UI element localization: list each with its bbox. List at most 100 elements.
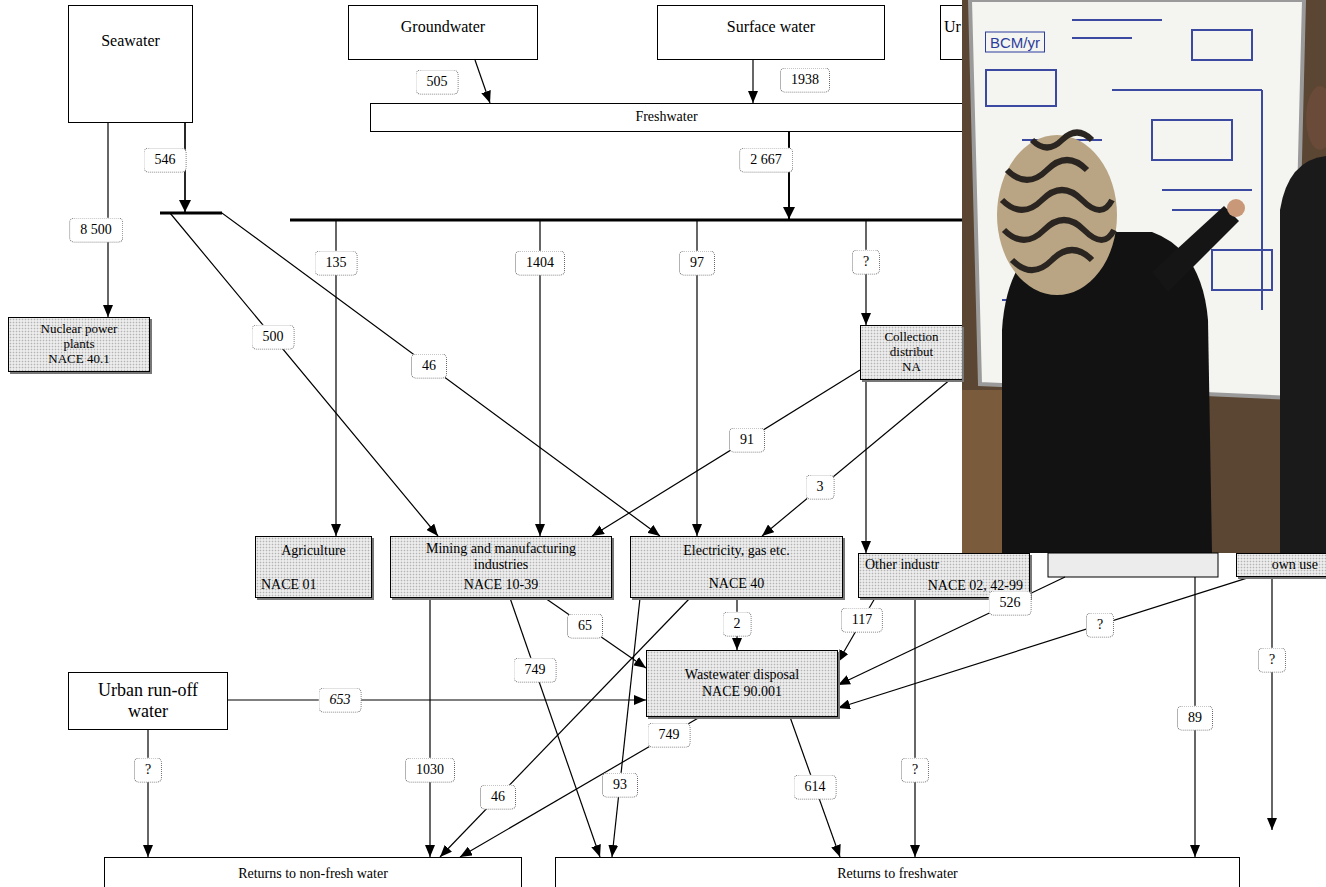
node-title: Collection distribut (865, 330, 958, 360)
flow-value: 117 (841, 608, 883, 633)
node-title: Groundwater (353, 18, 533, 36)
process-box: Collection distributNA (860, 325, 962, 380)
source-box: Seawater (68, 5, 193, 123)
flow-arrow (790, 717, 840, 857)
flow-arrow (170, 123, 438, 536)
flow-value: 3 (806, 475, 835, 500)
trunk-arrow-head (179, 200, 191, 212)
freshwater-band: Freshwater (370, 103, 962, 132)
source-box: Groundwater (348, 5, 538, 60)
node-title: Mining and manufacturing industries (406, 541, 596, 573)
node-code: NACE 90.001 (655, 684, 829, 700)
flow-arrow (865, 380, 866, 553)
flow-value: 8 500 (69, 218, 123, 243)
node-title: own use (1241, 557, 1318, 573)
process-box: Mining and manufacturing industriesNACE … (390, 536, 612, 598)
edge-group (108, 60, 1250, 857)
node-title: Urban run-off water (89, 680, 207, 721)
headscarf (997, 135, 1117, 295)
node-title: Electricity, gas etc. (637, 543, 836, 559)
flow-arrow (592, 370, 860, 536)
flow-value: 46 (480, 785, 516, 810)
room-wall (962, 0, 1326, 553)
node-title: Seawater (73, 32, 188, 50)
flow-arrow (475, 60, 490, 103)
flow-arrow (460, 717, 700, 857)
flow-arrow (440, 598, 690, 857)
meeting-photo (962, 0, 1326, 553)
hidden-box (1048, 553, 1218, 577)
sink-box: Returns to freshwater (555, 857, 1240, 887)
node-code: NACE 01 (261, 577, 366, 593)
node-title: Agriculture (261, 543, 366, 559)
process-box: Electricity, gas etc.NACE 40 (630, 536, 843, 598)
node-title: Other industr (865, 557, 1023, 573)
node-title: Returns to freshwater (560, 866, 1235, 882)
node-title: Ur (944, 18, 962, 36)
flow-value: 1938 (780, 68, 830, 93)
flow-value: 1030 (405, 758, 455, 783)
flow-value: ? (1258, 648, 1286, 673)
process-box: own use (1236, 553, 1326, 577)
hand (1227, 199, 1245, 217)
flow-arrow (545, 598, 646, 668)
seawater-bus (160, 212, 222, 215)
whiteboard-text: BCM/yr (985, 32, 1045, 53)
node-title: Wastewater disposal (655, 667, 829, 683)
flow-value: 2 667 (739, 148, 793, 173)
flow-arrow (789, 132, 866, 325)
second-person-head (1306, 86, 1326, 150)
flow-arrow (612, 598, 640, 857)
flow-value: 749 (514, 658, 557, 683)
second-person (1280, 156, 1326, 553)
flow-value: 653 (319, 688, 362, 713)
flow-arrow (429, 598, 430, 857)
flow-arrow (697, 132, 789, 536)
flow-value: 97 (679, 251, 715, 276)
flow-arrow (228, 699, 646, 700)
process-box: Wastewater disposalNACE 90.001 (646, 650, 838, 717)
flow-value: ? (134, 758, 162, 783)
flow-value: 2 (723, 612, 752, 637)
node-title: Nuclear power plants (32, 322, 127, 352)
flow-value: 546 (144, 148, 187, 173)
sink-box: Returns to non-fresh water (104, 857, 522, 887)
node-title: Surface water (662, 18, 880, 36)
flow-value: 1404 (515, 251, 565, 276)
flow-arrow (540, 132, 789, 536)
flow-value: 614 (794, 775, 837, 800)
pointing-arm (1152, 206, 1239, 292)
distribution-bus (290, 219, 962, 222)
flow-value: 500 (252, 325, 295, 350)
node-title: Returns to non-fresh water (109, 866, 517, 882)
trunk-arrow-head (783, 207, 795, 219)
flow-value: 505 (416, 70, 459, 95)
flow-value: 91 (729, 428, 765, 453)
flow-arrow (762, 380, 950, 536)
flow-value: ? (901, 758, 929, 783)
flow-arrow (147, 730, 148, 857)
flow-arrow (336, 132, 789, 536)
node-code: NA (865, 360, 958, 375)
flow-value: 46 (411, 354, 447, 379)
source-box: Ur (940, 5, 962, 60)
flow-value: 93 (602, 773, 638, 798)
flow-arrow (914, 598, 915, 857)
flow-value: 65 (567, 614, 603, 639)
flow-value: ? (1086, 613, 1114, 638)
flow-arrow (185, 123, 660, 536)
node-title: Freshwater (375, 109, 958, 125)
source-box: Surface water (657, 5, 885, 60)
node-code: NACE 10-39 (397, 577, 605, 593)
flow-arrow (1271, 577, 1272, 830)
process-box: AgricultureNACE 01 (255, 536, 372, 598)
process-box: Nuclear power plantsNACE 40.1 (8, 317, 150, 372)
flow-value: 135 (315, 251, 358, 276)
flow-arrow (752, 60, 753, 103)
flow-value: 89 (1177, 706, 1213, 731)
flow-value: 526 (989, 591, 1032, 616)
flow-value: 749 (648, 723, 691, 748)
